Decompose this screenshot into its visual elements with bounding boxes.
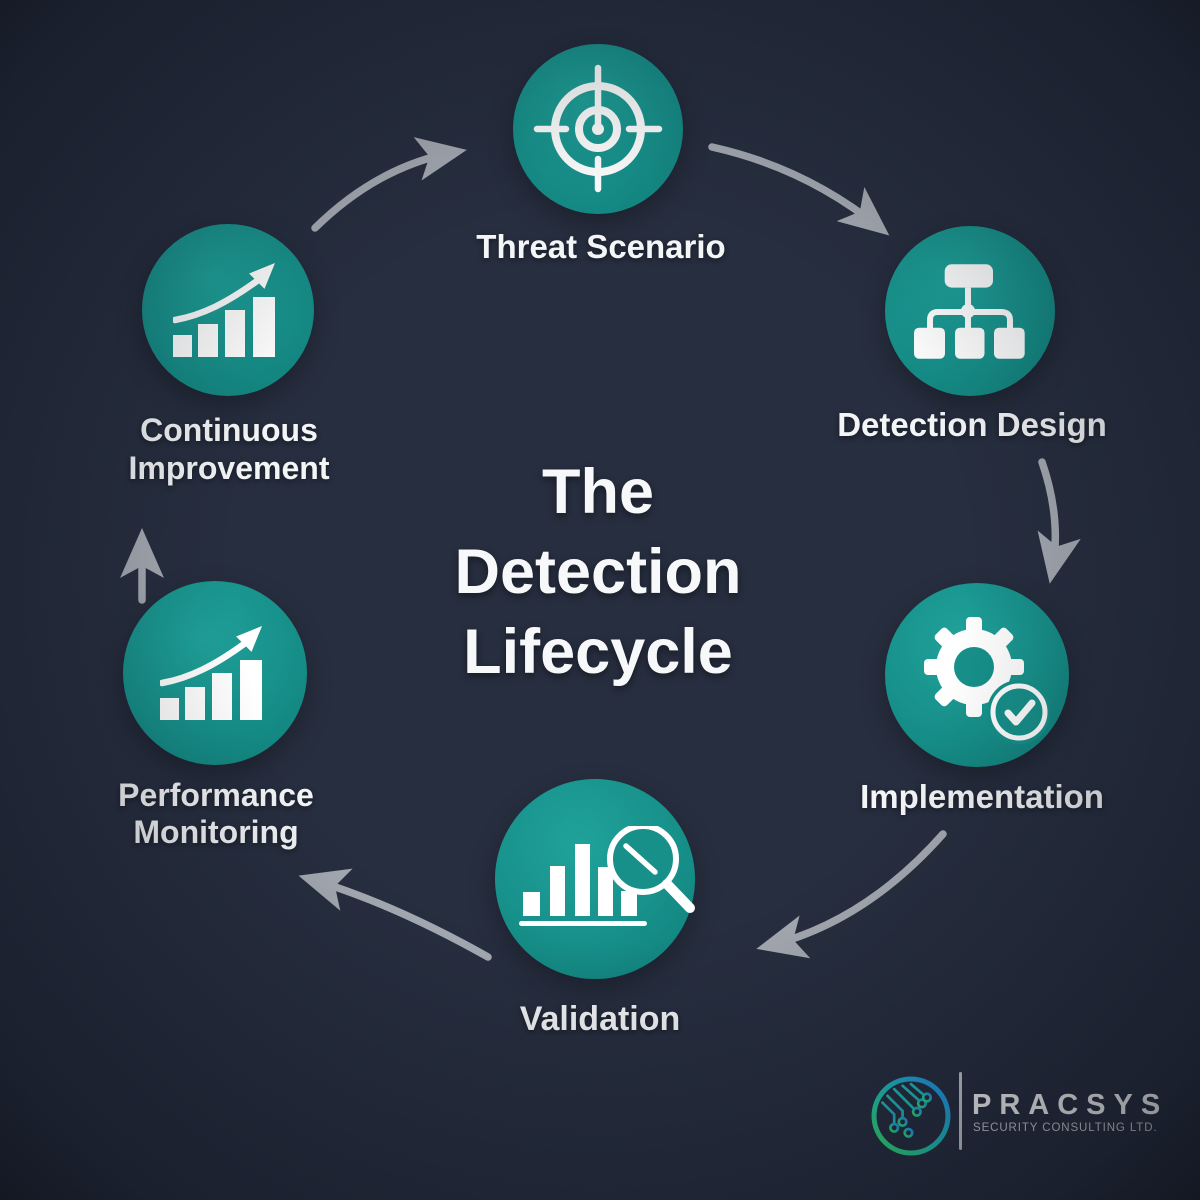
arrow-continuous-improvement-to-threat-scenario bbox=[311, 137, 467, 232]
target-icon bbox=[533, 64, 663, 193]
arrow-validation-to-performance-monitoring bbox=[298, 868, 492, 961]
title-line-2: Detection bbox=[454, 537, 742, 607]
stage-circle-implementation bbox=[885, 583, 1069, 767]
stage-circle-detection-design bbox=[885, 226, 1055, 396]
arrow-implementation-to-validation bbox=[756, 830, 947, 959]
stage-label-threat-scenario: Threat Scenario bbox=[476, 228, 726, 265]
logo-name: PRACSYS bbox=[972, 1089, 1169, 1121]
stage-circle-threat-scenario bbox=[513, 44, 683, 214]
logo-divider bbox=[959, 1072, 962, 1150]
arrow-threat-scenario-to-detection-design bbox=[708, 143, 890, 236]
stage-label-implementation: Implementation bbox=[860, 778, 1104, 815]
arrow-detection-design-to-implementation bbox=[1037, 458, 1081, 584]
stage-label-detection-design: Detection Design bbox=[837, 406, 1107, 443]
gear-check-icon bbox=[924, 617, 1050, 744]
title-line-1: The bbox=[541, 457, 655, 527]
bar-chart-magnifier-icon bbox=[519, 826, 695, 926]
growth-arrow-icon bbox=[173, 263, 275, 357]
circuit-logo-icon bbox=[871, 1076, 951, 1156]
center-title: The Detection Lifecycle bbox=[454, 452, 741, 692]
org-chart-icon bbox=[914, 264, 1025, 359]
logo-subtitle: SECURITY CONSULTING LTD. bbox=[973, 1122, 1158, 1134]
stage-label-continuous-improvement: Continuous Improvement bbox=[128, 412, 330, 486]
stage-circle-continuous-improvement bbox=[142, 224, 314, 396]
title-line-3: Lifecycle bbox=[463, 617, 733, 687]
stage-circle-validation bbox=[495, 779, 695, 979]
stage-label-performance-monitoring: Performance Monitoring bbox=[118, 777, 314, 850]
stage-label-validation: Validation bbox=[519, 1000, 681, 1038]
stage-circle-performance-monitoring bbox=[123, 581, 307, 765]
growth-arrow-icon bbox=[160, 626, 262, 720]
